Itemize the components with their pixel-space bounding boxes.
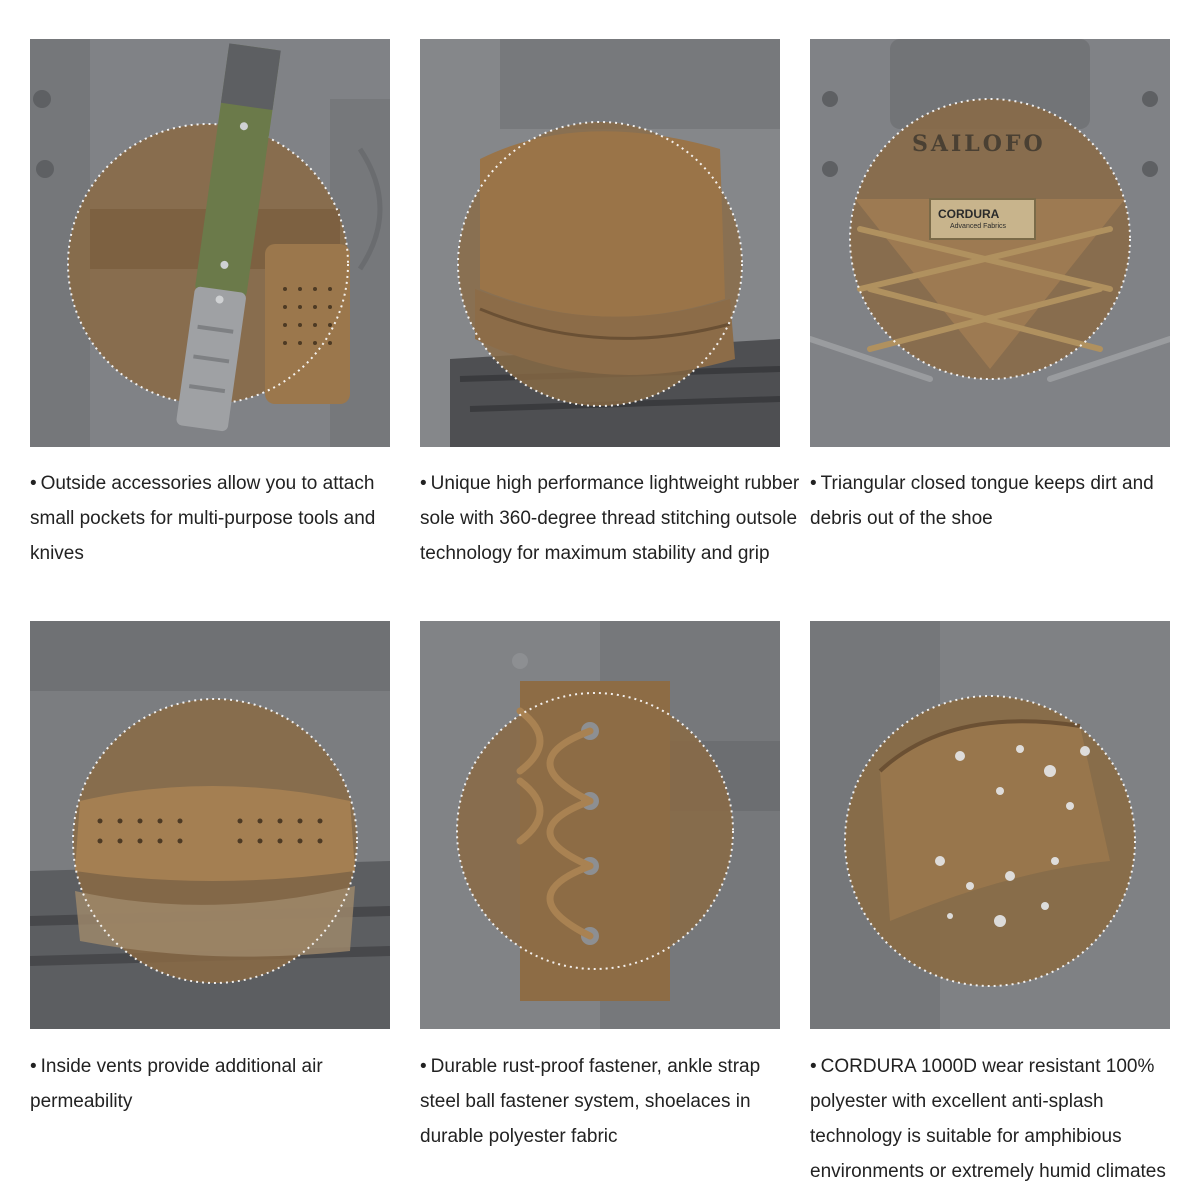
- caption-bullet: •: [810, 1056, 817, 1077]
- caption-bullet: •: [810, 473, 817, 494]
- caption-cordura-fabric: •CORDURA 1000D wear resistant 100% polye…: [810, 1049, 1195, 1189]
- caption-inside-vents: •Inside vents provide additional air per…: [30, 1049, 410, 1119]
- inside-vents-illustration: [30, 621, 390, 1029]
- caption-bullet: •: [420, 1056, 427, 1077]
- closed-tongue-illustration: [810, 39, 1170, 447]
- rubber-sole-illustration: [420, 39, 780, 447]
- caption-closed-tongue: •Triangular closed tongue keeps dirt and…: [810, 466, 1185, 536]
- photo-cordura-fabric: [810, 621, 1170, 1029]
- fabric-tag-main: CORDURA: [938, 207, 1000, 221]
- caption-side-accessories: •Outside accessories allow you to attach…: [30, 466, 410, 571]
- fastener-system-illustration: [420, 621, 780, 1029]
- cordura-fabric-illustration: [810, 621, 1170, 1029]
- caption-text: Inside vents provide additional air perm…: [30, 1056, 323, 1112]
- side-accessories-illustration: [30, 39, 390, 447]
- caption-text: Outside accessories allow you to attach …: [30, 473, 376, 564]
- photo-fastener-system: [420, 621, 780, 1029]
- caption-bullet: •: [30, 473, 37, 494]
- photo-closed-tongue: SAILOFO CORDURA Advanced Fabrics: [810, 39, 1170, 447]
- caption-text: CORDURA 1000D wear resistant 100% polyes…: [810, 1056, 1166, 1182]
- photo-side-accessories: [30, 39, 390, 447]
- caption-text: Durable rust-proof fastener, ankle strap…: [420, 1056, 761, 1147]
- caption-bullet: •: [30, 1056, 37, 1077]
- photo-inside-vents: [30, 621, 390, 1029]
- caption-text: Unique high performance lightweight rubb…: [420, 473, 800, 564]
- caption-rubber-sole: •Unique high performance lightweight rub…: [420, 466, 800, 571]
- caption-text: Triangular closed tongue keeps dirt and …: [810, 473, 1154, 529]
- photo-rubber-sole: [420, 39, 780, 447]
- brand-label: SAILOFO: [912, 131, 1046, 157]
- caption-fastener-system: •Durable rust-proof fastener, ankle stra…: [420, 1049, 800, 1154]
- fabric-tag-sub: Advanced Fabrics: [950, 223, 1007, 230]
- caption-bullet: •: [420, 473, 427, 494]
